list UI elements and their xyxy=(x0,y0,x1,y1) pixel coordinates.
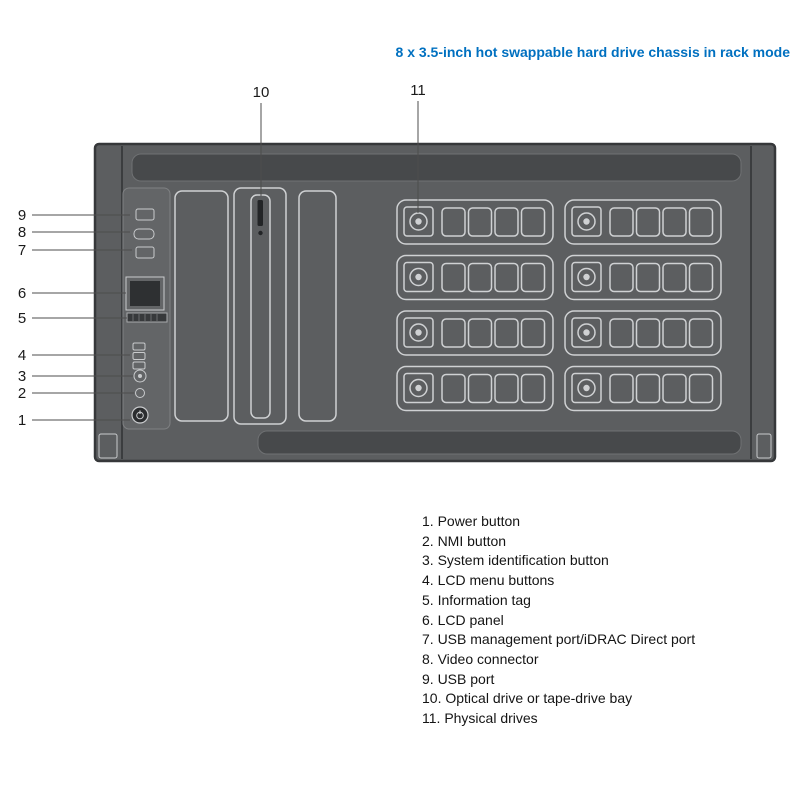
blank-bay-right xyxy=(298,190,337,422)
callout-numbers: 1 2 3 4 5 6 7 8 9 10 11 xyxy=(18,82,426,429)
callout-5: 5 xyxy=(18,310,26,327)
video-connector xyxy=(133,228,155,240)
callout-2: 2 xyxy=(18,385,26,402)
legend-item: 4. LCD menu buttons xyxy=(422,572,555,589)
legend-item: 5. Information tag xyxy=(422,591,531,608)
lcd-menu-buttons xyxy=(132,342,146,370)
callout-11: 11 xyxy=(410,82,426,99)
information-tag xyxy=(126,312,168,323)
legend-item: 9. USB port xyxy=(422,670,495,687)
chassis-body xyxy=(93,142,777,463)
callout-7: 7 xyxy=(18,242,26,259)
callout-1: 1 xyxy=(18,412,26,429)
blank-bay-left xyxy=(174,190,229,422)
legend: 1. Power button 2. NMI button 3. System … xyxy=(422,512,695,729)
optical-drive-bay xyxy=(233,187,287,425)
power-button xyxy=(131,406,149,424)
callout-4: 4 xyxy=(18,347,26,364)
legend-item: 2. NMI button xyxy=(422,532,507,549)
callout-8: 8 xyxy=(18,224,26,241)
legend-item: 3. System identification button xyxy=(422,552,609,569)
diagram-title: 8 x 3.5-inch hot swappable hard drive ch… xyxy=(395,44,790,60)
nmi-button xyxy=(135,388,145,398)
callout-9: 9 xyxy=(18,207,26,224)
legend-item: 1. Power button xyxy=(422,513,521,529)
legend-item: 10. Optical drive or tape-drive bay xyxy=(422,690,633,707)
bottom-vent-slot xyxy=(257,430,742,455)
usb-idrac-port xyxy=(135,246,155,259)
top-vent-slot xyxy=(131,153,742,182)
system-id-button xyxy=(133,369,147,383)
callout-10: 10 xyxy=(253,84,270,101)
legend-item: 8. Video connector xyxy=(422,650,539,667)
callout-3: 3 xyxy=(18,368,26,385)
callout-6: 6 xyxy=(18,285,26,302)
optical-eject-button xyxy=(258,230,263,236)
chassis-outline xyxy=(93,142,777,463)
callout-lines xyxy=(32,101,419,421)
lcd-screen xyxy=(130,281,160,306)
usb-port xyxy=(135,208,155,221)
legend-item: 6. LCD panel xyxy=(422,611,504,628)
control-panel xyxy=(122,187,171,430)
optical-drive-slot xyxy=(257,200,263,226)
legend-item: 7. USB management port/iDRAC Direct port xyxy=(422,631,696,648)
left-rack-ear-foot xyxy=(98,433,118,459)
legend-item: 11. Physical drives xyxy=(422,710,538,727)
right-rack-ear-foot xyxy=(756,433,772,459)
